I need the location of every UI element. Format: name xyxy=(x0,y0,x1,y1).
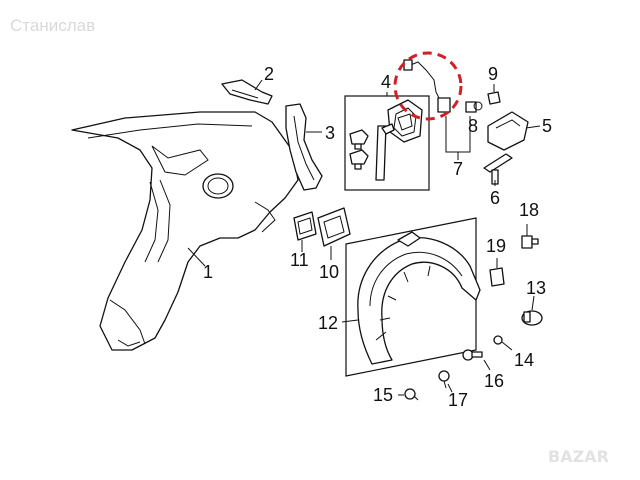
housing-clips xyxy=(349,129,369,170)
bazar-logo: BAZAR xyxy=(548,447,609,466)
callout-17: 17 xyxy=(448,390,468,410)
rear-quarter-panel xyxy=(71,111,299,351)
callout-11: 11 xyxy=(290,250,309,270)
callout-12: 12 xyxy=(318,313,338,333)
bolt-16 xyxy=(462,349,483,361)
callout-19: 19 xyxy=(486,236,506,256)
fuel-lid-opener-cable xyxy=(403,59,451,113)
clip-17 xyxy=(438,370,450,389)
fuel-lid-hinge xyxy=(483,153,513,185)
mounting-frame xyxy=(317,207,351,247)
leader-5 xyxy=(525,125,541,129)
callout-13: 13 xyxy=(526,278,546,298)
callout-9: 9 xyxy=(488,64,498,84)
author-watermark: Станислав xyxy=(10,16,95,35)
leader-13 xyxy=(531,295,535,311)
clip-9 xyxy=(487,91,501,105)
callout-3: 3 xyxy=(325,123,335,143)
upper-gusset xyxy=(221,79,273,105)
fuel-lid xyxy=(487,111,529,151)
callout-2: 2 xyxy=(264,64,274,84)
highlight-circle xyxy=(393,51,463,121)
fuel-filler-housing xyxy=(375,99,423,181)
part-12-group-box xyxy=(345,217,477,377)
callout-18: 18 xyxy=(519,200,539,220)
nut-clip-19 xyxy=(489,267,505,287)
callout-14: 14 xyxy=(514,350,534,370)
leader-17 xyxy=(447,383,453,393)
site-watermark: BAZAR xyxy=(548,447,609,466)
callout-4: 4 xyxy=(381,72,391,92)
leader-2 xyxy=(254,79,263,91)
callout-7: 7 xyxy=(453,159,463,179)
leader-12 xyxy=(341,319,359,323)
retainer-18 xyxy=(521,235,539,249)
push-clip-13 xyxy=(521,310,543,326)
callout-1: 1 xyxy=(203,262,213,282)
leader-16 xyxy=(483,359,491,371)
inner-reinforcement xyxy=(285,103,323,191)
screw-14 xyxy=(493,335,513,351)
leader-7-bracket xyxy=(445,116,471,153)
callout-15: 15 xyxy=(373,385,393,405)
callout-6: 6 xyxy=(490,188,500,208)
grommet xyxy=(465,101,483,113)
callout-16: 16 xyxy=(484,371,504,391)
plate-11 xyxy=(293,211,317,241)
callout-10: 10 xyxy=(319,262,339,282)
wheel-arch-liner xyxy=(357,231,481,365)
callout-8: 8 xyxy=(468,116,478,136)
bolt-15 xyxy=(404,388,419,401)
leader-1 xyxy=(187,247,206,267)
callout-5: 5 xyxy=(542,116,552,136)
